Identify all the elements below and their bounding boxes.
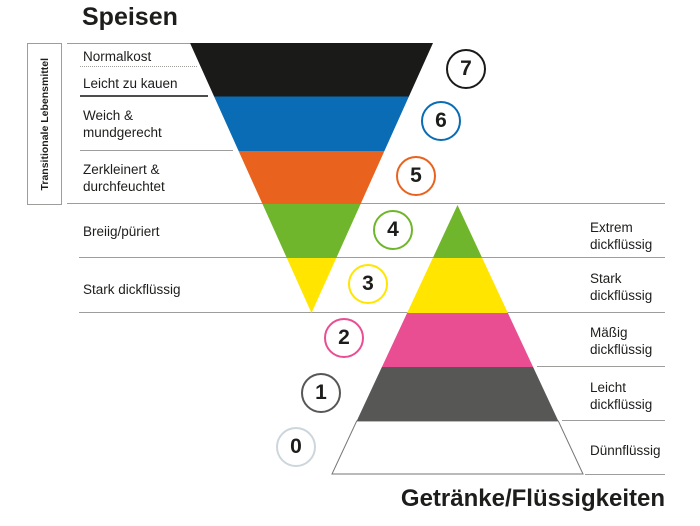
level-badge-7: 7 [446, 49, 486, 89]
food-label-breiig-pueriert: Breiig/püriert [83, 224, 160, 239]
drink-label-stark-dickfluessig: Stark dickflüssig [590, 271, 653, 303]
transitional-foods-box: Transitionale Lebensmittel [27, 43, 62, 205]
food-label-normalkost: Normalkost [83, 49, 152, 64]
separator-line-level6-5 [80, 150, 233, 151]
separator-line-level4-3 [79, 257, 665, 258]
separator-line-level5-4 [67, 203, 665, 204]
food-label-zerkleinert-durchfeuchtet: Zerkleinert & durchfeuchtet [83, 162, 165, 194]
drink-label-duennfluessig: Dünnflüssig [590, 443, 661, 458]
level-badge-3: 3 [348, 264, 388, 304]
separator-line-level3-2 [79, 312, 665, 313]
level-badge-5: 5 [396, 156, 436, 196]
speisen-title: Speisen [82, 3, 178, 31]
getraenke-band-level2-pink [381, 313, 534, 367]
getraenke-band-level1-grey [356, 367, 559, 421]
drink-label-maessig-dickfluessig: Mäßig dickflüssig [590, 325, 653, 357]
getraenke-band-level3-yellow [407, 258, 508, 313]
getraenke-title: Getränke/Flüssigkeiten [400, 485, 665, 512]
transitional-foods-label: Transitionale Lebensmittel [38, 57, 51, 191]
food-label-weich-mundgerecht: Weich & mundgerecht [83, 108, 162, 140]
drink-label-leicht-dickfluessig: Leicht dickflüssig [590, 380, 653, 412]
level-badge-4: 4 [373, 210, 413, 250]
food-label-stark-dickfluessig: Stark dickflüssig [83, 282, 181, 297]
separator-line-level2-1 [537, 366, 665, 367]
separator-line-dotted-normalkost [80, 66, 197, 67]
separator-line-level7-6 [80, 95, 208, 97]
drink-label-extrem-dickfluessig: Extrem dickflüssig [590, 220, 653, 252]
getraenke-band-level0-white [331, 420, 584, 475]
level-badge-2: 2 [324, 318, 364, 358]
speisen-band-level3-yellow [286, 258, 337, 313]
level-badge-1: 1 [301, 373, 341, 413]
level-badge-0: 0 [276, 427, 316, 467]
speisen-band-level4-green [262, 204, 361, 258]
separator-line-top [67, 43, 190, 44]
level-badge-6: 6 [421, 101, 461, 141]
getraenke-band-level4-green [432, 205, 483, 258]
speisen-band-level6-blue [214, 96, 409, 151]
food-label-leicht-zu-kauen: Leicht zu kauen [83, 76, 178, 91]
speisen-band-level7-black [190, 43, 433, 97]
separator-line-level1-0 [562, 420, 665, 421]
speisen-band-level5-orange [238, 151, 385, 204]
separator-line-bottom [585, 474, 665, 475]
